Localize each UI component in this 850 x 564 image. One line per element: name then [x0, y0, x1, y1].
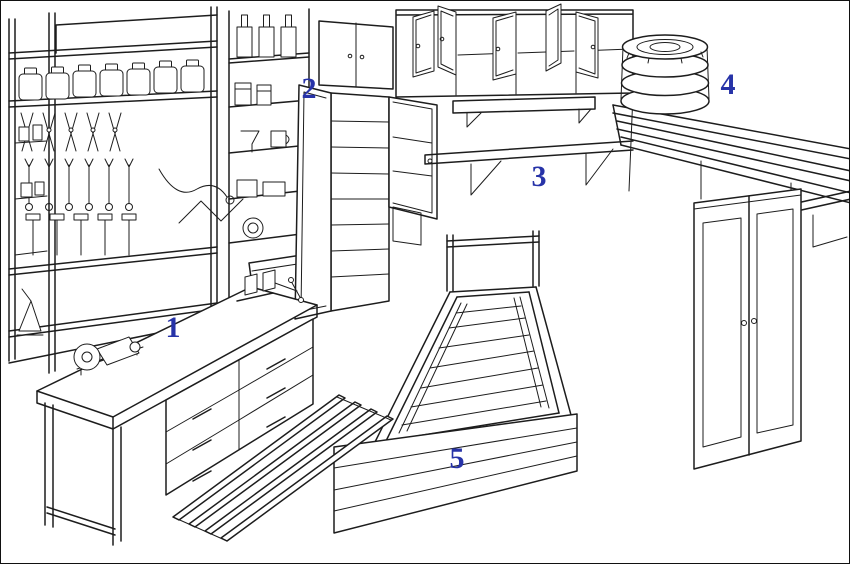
cabinet-open-door-right [388, 96, 438, 220]
inspection-pit [333, 230, 578, 534]
tire-stack [620, 34, 710, 115]
pit-guard-rail [446, 230, 540, 292]
pit-front-wall [333, 413, 578, 534]
pit-ladder [398, 296, 550, 434]
bench-grinder [73, 336, 144, 376]
right-cabinet [693, 188, 802, 470]
drawer-unit [165, 318, 314, 496]
wall-cabinet-open-door [492, 11, 517, 81]
wall-cabinet-open-door [575, 11, 599, 79]
tool-pegboard [20, 112, 244, 256]
label-inspection-pit: 5 [449, 442, 465, 475]
label-workbench: 1 [165, 311, 181, 344]
duckboard-walkway [172, 394, 394, 542]
left-shelving [8, 6, 218, 374]
label-tool-cabinet: 2 [301, 72, 317, 105]
cabinet-open-door-left [294, 84, 332, 320]
left-bay-small-parts [14, 124, 48, 336]
bench-vise [236, 269, 304, 303]
storage-jars-row [18, 59, 205, 101]
wall-cabinet-open-door [412, 10, 435, 78]
tall-tool-cabinet [294, 20, 438, 320]
label-tire-shelf: 4 [720, 68, 736, 101]
under-cabinet-shelf [452, 96, 596, 128]
wall-cabinet-open-door [437, 5, 457, 76]
wall-cabinet-open-door [545, 3, 562, 72]
workbench [36, 269, 318, 546]
wall-cabinets [395, 3, 634, 98]
label-wall-bench: 3 [531, 160, 547, 193]
wall-bench [424, 140, 634, 196]
